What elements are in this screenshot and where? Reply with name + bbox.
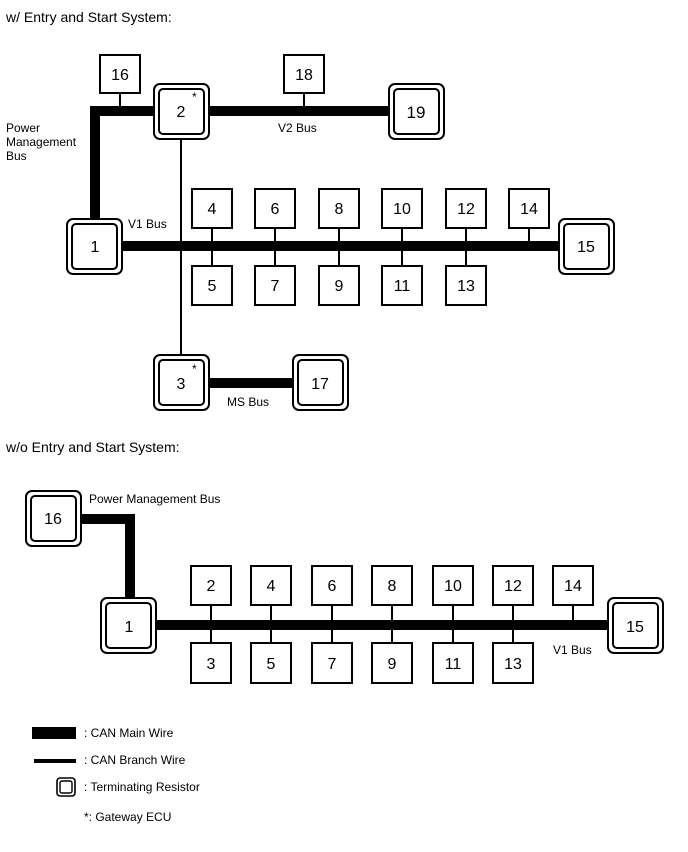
svg-text:3: 3 <box>177 376 186 393</box>
svg-text:17: 17 <box>311 376 329 393</box>
power-management-bus-wire <box>90 106 158 222</box>
ecu-node-1: 1 <box>66 218 123 275</box>
v2-bus-label: V2 Bus <box>278 121 317 135</box>
section2-title: w/o Entry and Start System: <box>5 439 180 455</box>
ecu-node-2-gateway: 2 * <box>153 83 210 140</box>
legend-branch-wire-label: : CAN Branch Wire <box>84 753 186 767</box>
ecu2-node-2: 2 <box>190 565 232 606</box>
ecu2-node-10: 10 <box>432 565 474 606</box>
ecu2-node-8: 8 <box>371 565 413 606</box>
svg-text:15: 15 <box>626 619 644 636</box>
svg-text:4: 4 <box>267 578 276 595</box>
ecu2-node-13: 13 <box>492 642 534 684</box>
svg-text:5: 5 <box>267 656 276 673</box>
svg-text:7: 7 <box>271 278 280 295</box>
power-management-bus-wire-2 <box>82 514 135 600</box>
svg-text:*: * <box>192 90 197 104</box>
svg-text:7: 7 <box>328 656 337 673</box>
svg-text:18: 18 <box>295 67 313 84</box>
svg-text:Bus: Bus <box>6 149 27 163</box>
legend-branch-wire-swatch <box>34 759 76 763</box>
ecu-node-5: 5 <box>191 265 233 306</box>
svg-text:11: 11 <box>394 278 411 295</box>
svg-text:2: 2 <box>177 104 186 121</box>
ecu2-node-11: 11 <box>432 642 474 684</box>
svg-text:13: 13 <box>504 656 522 673</box>
ecu-node-12: 12 <box>445 188 487 229</box>
svg-text:16: 16 <box>111 67 129 84</box>
ecu-node-10: 10 <box>381 188 423 229</box>
ecu-node-14: 14 <box>508 188 550 229</box>
ecu2-node-9: 9 <box>371 642 413 684</box>
ecu-node-6: 6 <box>254 188 296 229</box>
ecu-node-16: 16 <box>99 54 141 94</box>
svg-text:10: 10 <box>393 201 411 218</box>
ecu-node-3-gateway: 3 * <box>153 354 210 411</box>
svg-text:15: 15 <box>577 239 595 256</box>
svg-text:Management: Management <box>6 135 77 149</box>
ecu-node-17: 17 <box>292 354 349 411</box>
ecu-node-9: 9 <box>318 265 360 306</box>
v1-bus-label: V1 Bus <box>128 217 167 231</box>
power-management-bus-label: Power <box>6 121 40 135</box>
svg-text:19: 19 <box>407 103 426 122</box>
svg-text:13: 13 <box>457 278 475 295</box>
ecu2-node-3: 3 <box>190 642 232 684</box>
ecu-node-7: 7 <box>254 265 296 306</box>
svg-text:12: 12 <box>504 578 522 595</box>
power-management-bus-label-2: Power Management Bus <box>89 492 220 506</box>
svg-text:1: 1 <box>91 239 100 256</box>
legend-main-wire-swatch <box>32 727 76 739</box>
ecu2-node-1: 1 <box>100 597 157 654</box>
svg-text:6: 6 <box>271 201 280 218</box>
v1-bus-label-2: V1 Bus <box>553 643 592 657</box>
svg-text:6: 6 <box>328 578 337 595</box>
svg-text:10: 10 <box>444 578 462 595</box>
svg-text:12: 12 <box>457 201 475 218</box>
legend-gateway-ecu-label: *: Gateway ECU <box>84 810 171 824</box>
svg-text:8: 8 <box>388 578 397 595</box>
svg-text:2: 2 <box>207 578 216 595</box>
svg-text:*: * <box>192 362 197 376</box>
svg-text:9: 9 <box>388 656 397 673</box>
ecu-node-4: 4 <box>191 188 233 229</box>
legend-main-wire-label: : CAN Main Wire <box>84 726 174 740</box>
ecu2-node-4: 4 <box>250 565 292 606</box>
ecu2-node-15: 15 <box>607 597 664 654</box>
ecu-node-13: 13 <box>445 265 487 306</box>
ecu2-node-7: 7 <box>311 642 353 684</box>
svg-text:5: 5 <box>208 278 217 295</box>
ecu-node-15: 15 <box>558 218 615 275</box>
svg-text:4: 4 <box>208 201 217 218</box>
ecu2-node-16: 16 <box>25 490 82 547</box>
legend: : CAN Main Wire : CAN Branch Wire : Term… <box>32 726 200 824</box>
ecu2-node-5: 5 <box>250 642 292 684</box>
svg-text:11: 11 <box>445 656 462 673</box>
svg-text:8: 8 <box>335 201 344 218</box>
ecu2-node-14: 14 <box>552 565 594 606</box>
ecu-node-8: 8 <box>318 188 360 229</box>
ecu-node-18: 18 <box>283 54 325 94</box>
svg-text:1: 1 <box>125 619 134 636</box>
ecu2-node-6: 6 <box>311 565 353 606</box>
svg-text:14: 14 <box>520 201 538 218</box>
section1-title: w/ Entry and Start System: <box>5 9 172 25</box>
ecu2-node-12: 12 <box>492 565 534 606</box>
svg-text:16: 16 <box>44 511 62 528</box>
svg-text:3: 3 <box>207 656 216 673</box>
ms-bus-label: MS Bus <box>227 395 269 409</box>
ecu-node-11: 11 <box>381 265 423 306</box>
legend-terminating-resistor-label: : Terminating Resistor <box>84 780 200 794</box>
svg-text:14: 14 <box>564 578 582 595</box>
svg-text:9: 9 <box>335 278 344 295</box>
ecu-node-19: 19 <box>388 83 445 140</box>
